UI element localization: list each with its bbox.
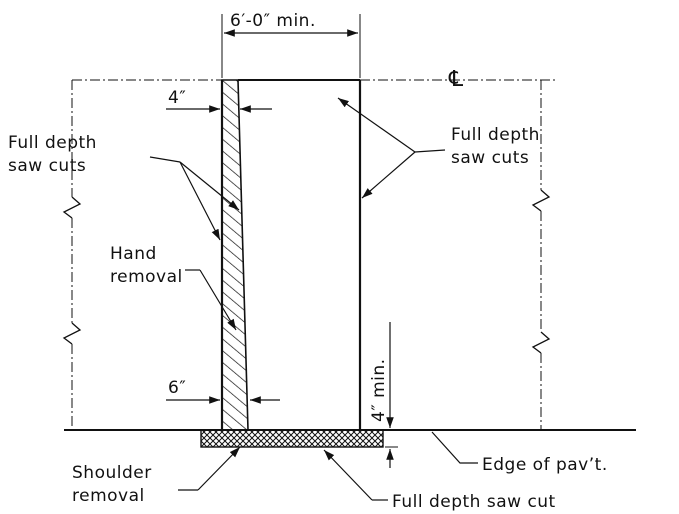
top-dimension-label: 6′-0″ min. xyxy=(230,11,316,31)
bottom-thickness-label: 6″ xyxy=(168,378,186,398)
left-saw-cuts-leader-base xyxy=(149,156,181,163)
bottom-saw-cut-leader xyxy=(323,449,373,501)
right-saw-cuts-leader-1 xyxy=(337,97,416,153)
right-saw-cuts-leader-2 xyxy=(361,151,416,199)
left-saw-cuts-label-line2: saw cuts xyxy=(8,156,86,176)
shoulder-removal-label-line1: Shoulder xyxy=(72,463,152,483)
right-saw-cuts-label-line2: saw cuts xyxy=(451,148,529,168)
edge-of-pavement-leader xyxy=(431,431,478,464)
edge-of-pavement-label: Edge of pav’t. xyxy=(482,455,608,475)
left-saw-cuts-leader-2 xyxy=(179,161,221,241)
hand-removal-label-line2: removal xyxy=(110,267,183,287)
hand-removal-wedge xyxy=(221,79,249,431)
left-break-symbol-2 xyxy=(62,322,82,345)
hand-removal-label-line1: Hand xyxy=(110,244,157,264)
shoulder-removal-label-line2: removal xyxy=(72,486,145,506)
centerline-symbol: ℄ xyxy=(448,67,464,92)
right-saw-cuts-leader-base xyxy=(414,149,446,153)
hand-removal-leader xyxy=(199,269,237,331)
right-break-symbol-1 xyxy=(531,189,551,212)
depth-min-label: 4″ min. xyxy=(369,358,389,422)
bottom-saw-cut-label: Full depth saw cut xyxy=(392,492,556,512)
shoulder-removal-leader xyxy=(197,446,241,491)
left-saw-cuts-label-line1: Full depth xyxy=(8,133,97,153)
right-saw-cuts-label-line1: Full depth xyxy=(451,125,540,145)
shoulder-removal-strip xyxy=(200,429,384,448)
left-saw-cuts-leader-1 xyxy=(179,161,240,211)
right-break-symbol-2 xyxy=(531,331,551,354)
left-break-symbol-1 xyxy=(62,196,82,219)
top-thickness-label: 4″ xyxy=(168,88,186,108)
